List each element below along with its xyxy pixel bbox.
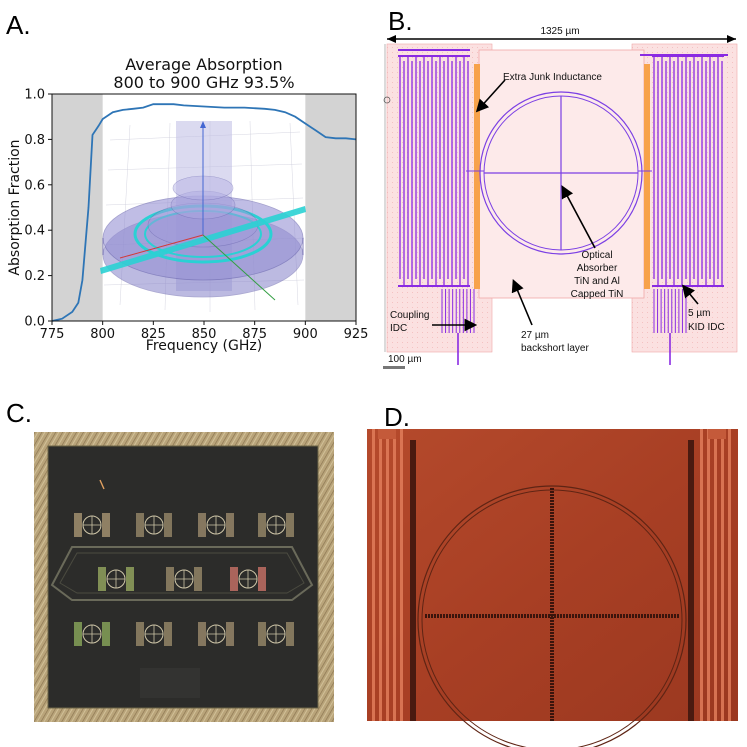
y-tick-label: 0.2 xyxy=(24,269,45,284)
junk-inductance-right xyxy=(644,64,650,289)
shaded-band xyxy=(52,94,103,321)
label-optical-2: Absorber xyxy=(577,263,618,274)
chip-pixel xyxy=(136,513,172,537)
chip-pixel xyxy=(198,513,234,537)
panel-label-c: C. xyxy=(6,398,32,428)
chip-pixel xyxy=(258,513,294,537)
label-kid-1: 5 µm xyxy=(688,308,710,319)
x-tick-label: 900 xyxy=(293,327,318,342)
panel-label-a: A. xyxy=(6,10,31,40)
label-optical-3: TiN and Al xyxy=(574,276,620,287)
scale-bar-label: 100 µm xyxy=(388,354,422,365)
x-tick-label: 850 xyxy=(192,327,217,342)
label-coupling-1: Coupling xyxy=(390,310,429,321)
dimension-label: 1325 µm xyxy=(540,26,579,37)
optical-absorber xyxy=(466,91,652,255)
shaded-band xyxy=(305,94,356,321)
chip-pixel xyxy=(74,513,110,537)
y-axis-label: Absorption Fraction xyxy=(7,139,23,275)
x-tick-label: 800 xyxy=(90,327,115,342)
chip-pixel xyxy=(136,622,172,646)
junk-inductance-left xyxy=(474,64,480,289)
x-tick-label: 925 xyxy=(344,327,369,342)
label-backshort-2: backshort layer xyxy=(521,343,589,354)
x-tick-label: 875 xyxy=(242,327,267,342)
chip-pixel xyxy=(198,622,234,646)
chip-pixel xyxy=(258,622,294,646)
plot-area: 775 800 825 850 875 900 925 0.0 0.2 0.4 0.6 0.8 1.0F… xyxy=(7,88,368,355)
chart-subtitle: 800 to 900 GHz 93.5% xyxy=(113,73,294,92)
x-tick-label: 775 xyxy=(40,327,65,342)
label-extra-junk-inductance: Extra Junk Inductance xyxy=(503,72,602,83)
label-backshort-1: 27 µm xyxy=(521,330,549,341)
y-tick-label: 0.6 xyxy=(24,178,45,193)
absorber-micrograph xyxy=(367,429,738,747)
y-tick-label: 0.8 xyxy=(24,133,45,148)
x-tick-label: 825 xyxy=(141,327,166,342)
panel-label-d: D. xyxy=(384,402,410,432)
label-optical-1: Optical xyxy=(581,250,612,261)
detector-layout: 1325 µm Extra Junk Inductance Optical Ab… xyxy=(383,26,738,369)
chip-photo xyxy=(34,432,334,722)
absorber-3d-inset xyxy=(100,120,306,312)
panel-label-b: B. xyxy=(388,6,413,36)
y-tick-label: 1.0 xyxy=(24,88,45,103)
chip-pixel xyxy=(166,567,202,591)
absorption-line xyxy=(51,103,357,322)
absorption-chart: Average Absorption 800 to 900 GHz 93.5% … xyxy=(7,55,368,354)
label-optical-4: Capped TiN xyxy=(571,289,624,300)
label-kid-2: KID IDC xyxy=(688,322,725,333)
y-tick-label: 0.0 xyxy=(24,315,45,330)
label-coupling-2: IDC xyxy=(390,323,407,334)
y-tick-label: 0.4 xyxy=(24,224,45,239)
x-axis-label: Frequency (GHz) xyxy=(146,338,262,354)
chip-pixel xyxy=(230,567,266,591)
chip-pixel xyxy=(98,567,134,591)
chip-pixel xyxy=(74,622,110,646)
chart-title: Average Absorption xyxy=(125,55,282,74)
